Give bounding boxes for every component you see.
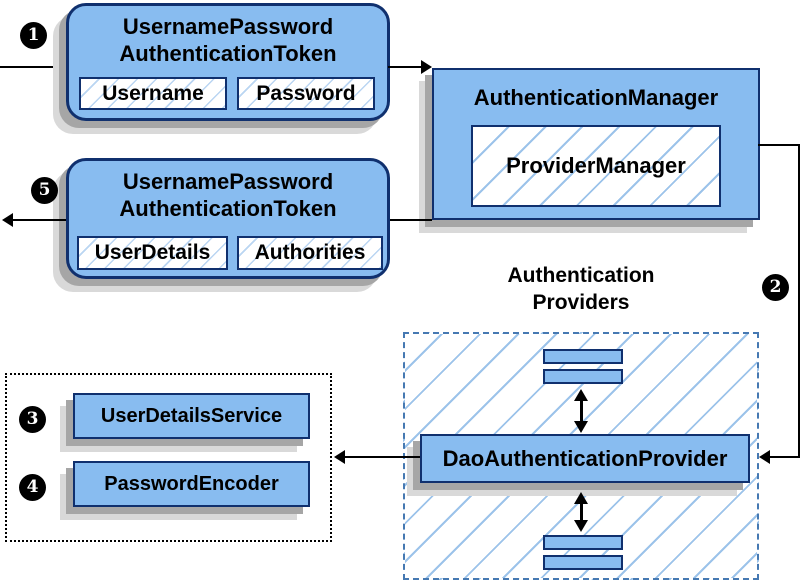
bidirectional-arrow-bottom-down — [574, 520, 588, 532]
provider-placeholder-bar-bottom-1 — [543, 535, 623, 550]
step-4-badge: 4 — [19, 474, 46, 501]
request-token-title-line1: UsernamePassword — [122, 14, 334, 39]
response-token-node: UsernamePassword AuthenticationToken Use… — [66, 158, 390, 279]
request-token-node: UsernamePassword AuthenticationToken Use… — [66, 3, 390, 121]
step-5-badge: 5 — [31, 177, 58, 204]
request-token-title-line2: AuthenticationToken — [119, 41, 337, 66]
authorities-field-box: Authorities — [237, 236, 383, 270]
services-group — [5, 373, 332, 542]
connector-into-provider — [768, 456, 800, 458]
connector-request-to-manager — [388, 66, 422, 68]
dao-authentication-provider-node: DaoAuthenticationProvider — [420, 434, 750, 483]
connector-manager-right — [758, 144, 800, 146]
response-token-title-line1: UsernamePassword — [122, 169, 334, 194]
provider-manager-label: ProviderManager — [506, 153, 686, 178]
bidirectional-arrow-bottom-shaft — [580, 503, 583, 521]
password-field-label: Password — [256, 81, 356, 105]
response-token-title-line2: AuthenticationToken — [119, 196, 337, 221]
bidirectional-arrow-top-up — [574, 389, 588, 401]
step-2-badge: 2 — [762, 274, 789, 301]
connector-provider-to-services — [344, 456, 420, 458]
dao-authentication-provider-label: DaoAuthenticationProvider — [442, 445, 728, 471]
connector-outgoing-response — [10, 219, 66, 221]
password-encoder-node: PasswordEncoder — [73, 461, 310, 507]
password-field-box: Password — [237, 77, 375, 110]
authorities-field-label: Authorities — [254, 241, 366, 264]
username-field-box: Username — [79, 77, 227, 110]
authentication-manager-label: AuthenticationManager — [473, 85, 719, 110]
authentication-providers-heading: Authentication Providers — [403, 262, 759, 316]
provider-manager-node: ProviderManager — [471, 125, 721, 207]
provider-placeholder-bar-top-2 — [543, 369, 623, 384]
provider-placeholder-bar-top-1 — [543, 349, 623, 364]
request-token-title: UsernamePassword AuthenticationToken — [69, 13, 387, 67]
password-encoder-label: PasswordEncoder — [104, 472, 279, 495]
step-1-badge: 1 — [20, 22, 47, 49]
authentication-manager-node: AuthenticationManager ProviderManager — [432, 68, 760, 220]
connector-manager-to-response — [388, 219, 432, 221]
connector-right-vertical — [798, 144, 800, 458]
user-details-field-box: UserDetails — [77, 236, 228, 270]
authentication-manager-title: AuthenticationManager — [434, 84, 758, 111]
step-3-badge: 3 — [19, 406, 46, 433]
user-details-service-label: UserDetailsService — [100, 404, 283, 427]
connector-incoming-request — [0, 66, 66, 68]
bidirectional-arrow-top-down — [574, 421, 588, 433]
arrowhead-outgoing — [2, 213, 13, 227]
arrowhead-into-provider — [759, 450, 770, 464]
username-field-label: Username — [102, 81, 204, 105]
providers-heading-line2: Providers — [532, 291, 630, 314]
response-token-title: UsernamePassword AuthenticationToken — [69, 168, 387, 222]
bidirectional-arrow-top-shaft — [580, 400, 583, 422]
user-details-field-label: UserDetails — [94, 241, 211, 264]
provider-placeholder-bar-bottom-2 — [543, 555, 623, 570]
arrowhead-into-services — [334, 450, 345, 464]
providers-heading-line1: Authentication — [507, 264, 655, 287]
bidirectional-arrow-bottom-up — [574, 492, 588, 504]
user-details-service-node: UserDetailsService — [73, 393, 310, 439]
arrowhead-into-manager — [421, 60, 432, 74]
